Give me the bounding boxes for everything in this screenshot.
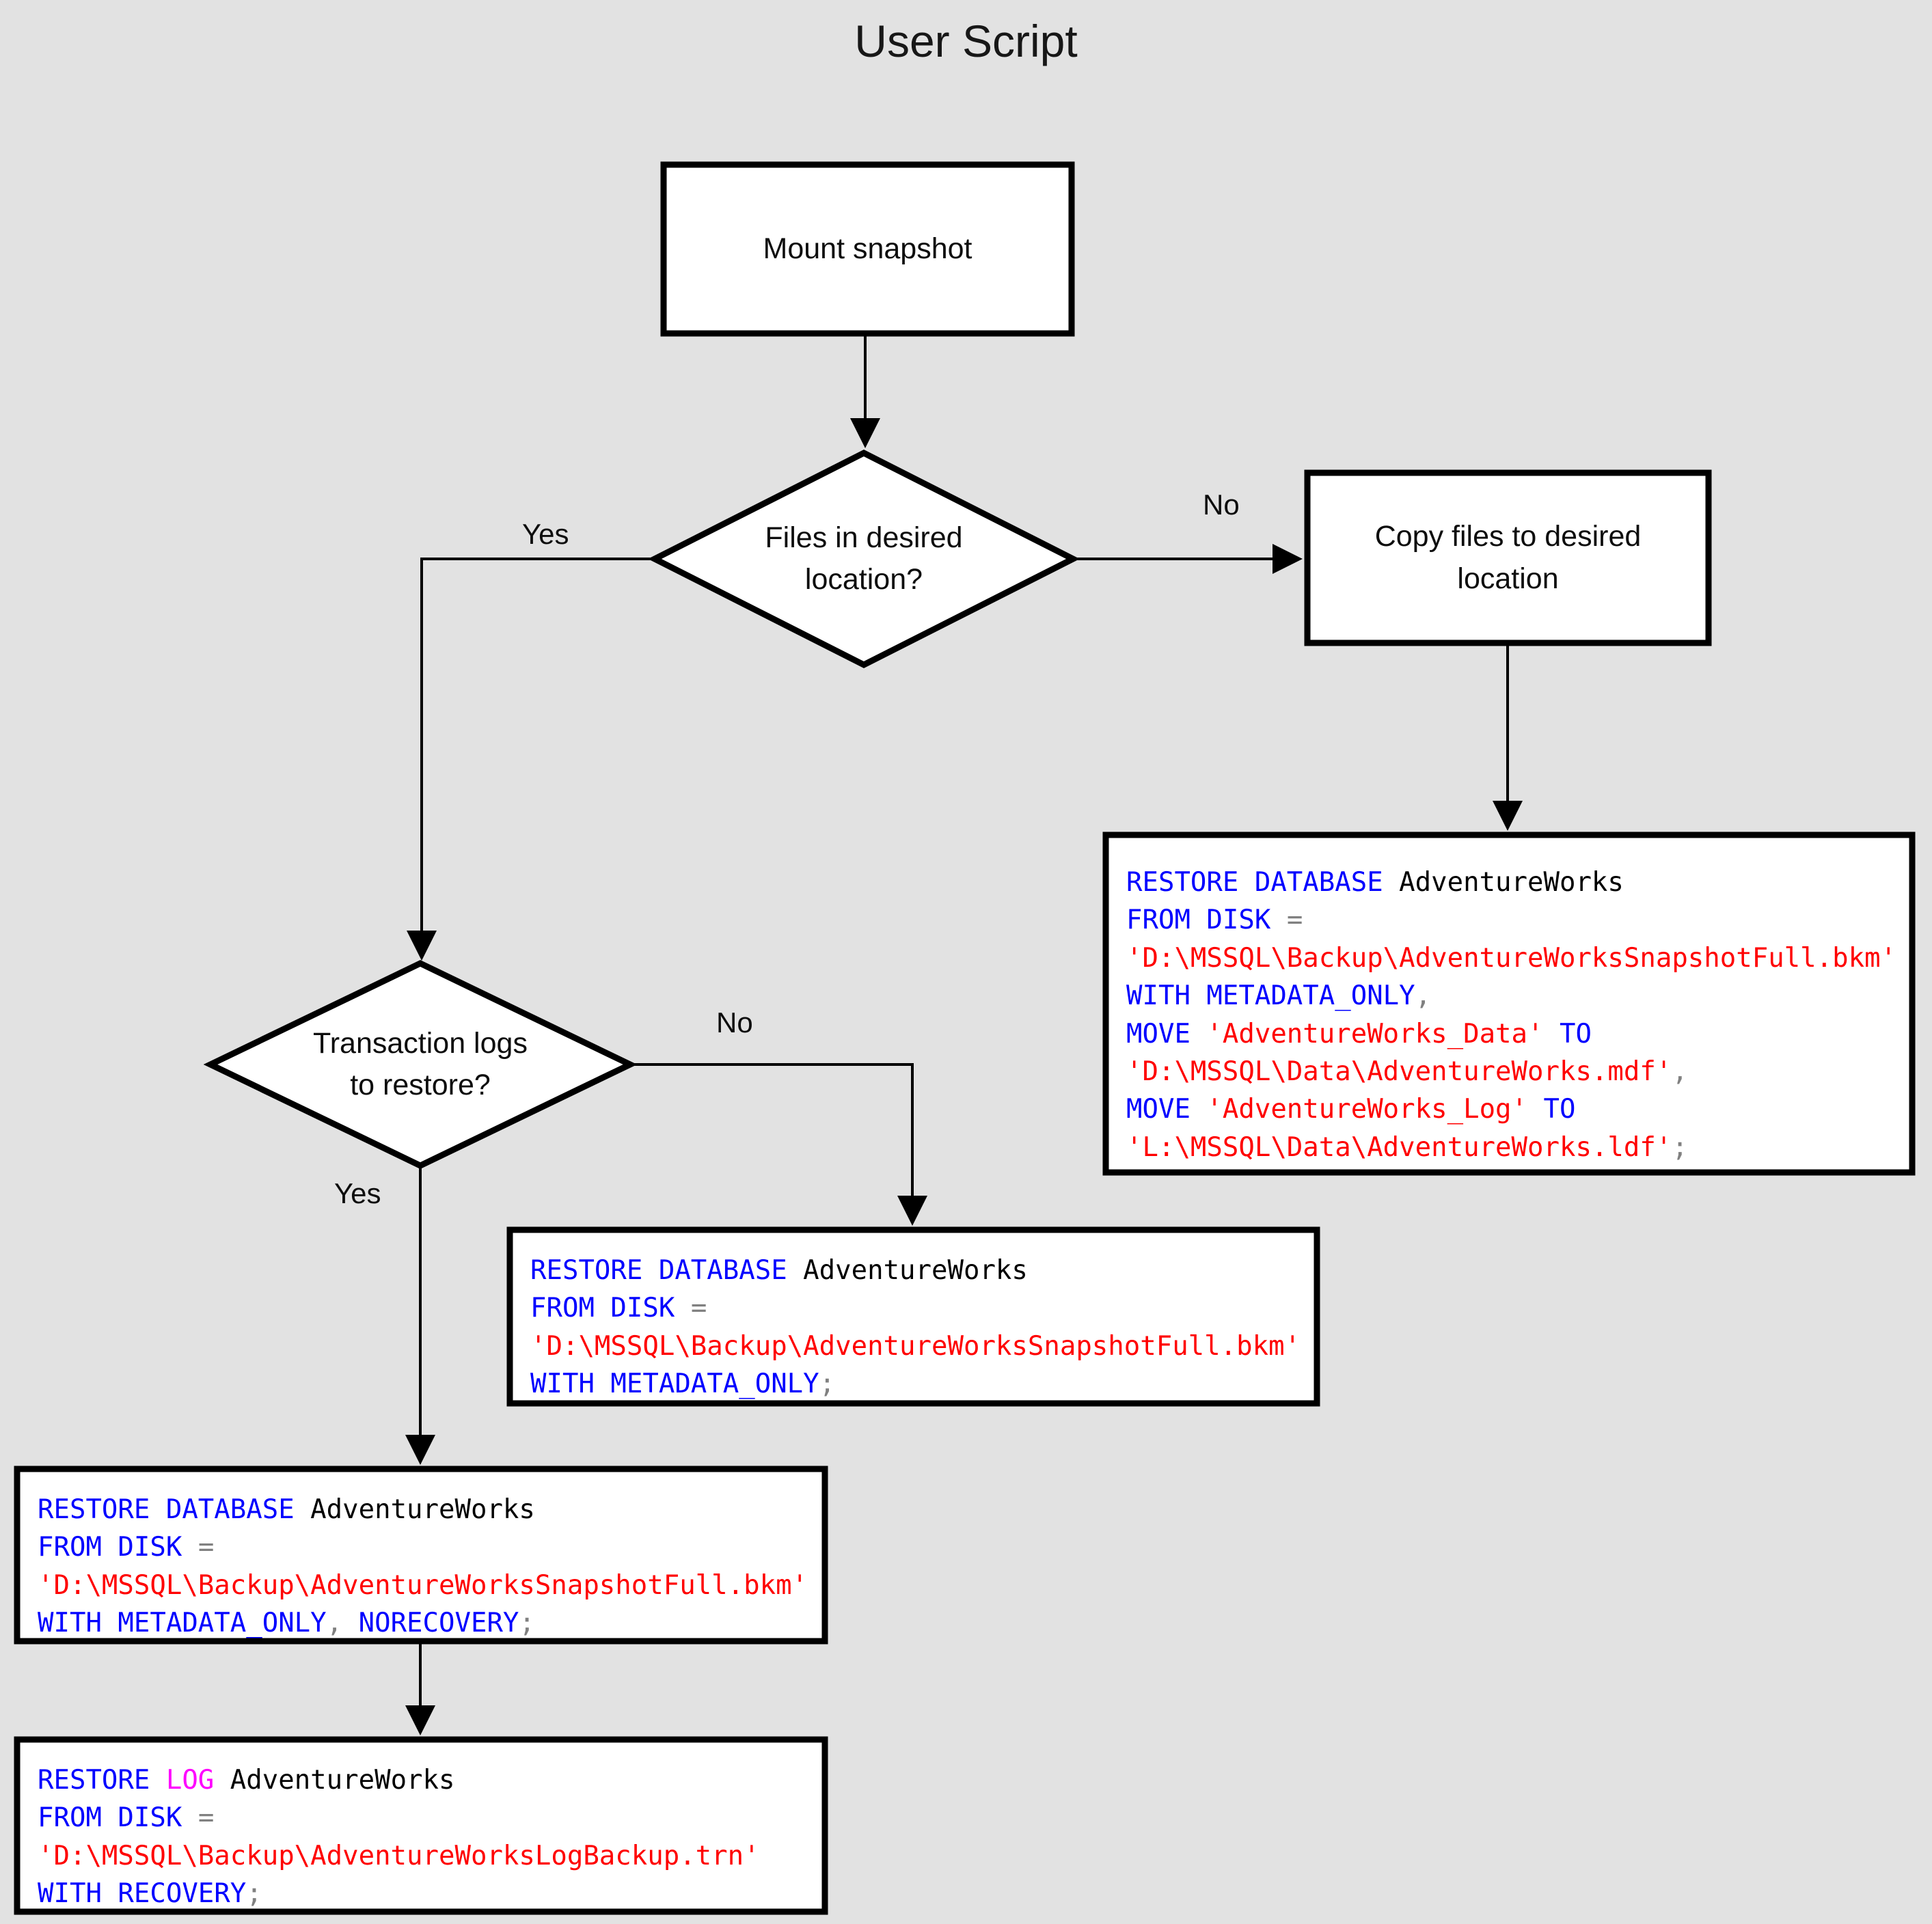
code-line: WITH RECOVERY; [38,1878,262,1910]
node-label-copy-files: Copy files to desired location [1374,520,1642,595]
code-line: WITH METADATA_ONLY, [1126,980,1432,1012]
code-line: WITH METADATA_ONLY, NORECOVERY; [38,1608,535,1639]
node-label-transaction-logs: Transaction logs to restore? [313,1026,528,1101]
code-line: FROM DISK = [38,1532,215,1563]
code-line: 'L:\MSSQL\Data\AdventureWorks.ldf'; [1126,1131,1688,1163]
edge-logs-no-to-metadata-only [631,1063,927,1226]
codebox-restore-metadata-only [506,1226,1320,1407]
node-copy-files [1304,469,1712,646]
edge-label-logs-no: No [716,1006,753,1039]
page-title: User Script [854,16,1078,66]
code-line: 'D:\MSSQL\Backup\AdventureWorksSnapshotF… [530,1330,1301,1362]
edge-label-logs-yes: Yes [334,1177,381,1209]
code-line: 'D:\MSSQL\Backup\AdventureWorksSnapshotF… [38,1569,808,1601]
code-line: RESTORE DATABASE AdventureWorks [1126,867,1624,898]
code-line: 'D:\MSSQL\Backup\AdventureWorksSnapshotF… [1126,942,1897,974]
codebox-restore-norecovery [14,1466,828,1645]
node-label-mount-snapshot: Mount snapshot [763,232,972,265]
node-transaction-logs [203,960,638,1169]
codebox-restore-with-move [1102,832,1916,1176]
node-files-in-location [648,449,1080,669]
code-line: RESTORE DATABASE AdventureWorks [530,1255,1028,1286]
code-line: RESTORE DATABASE AdventureWorks [38,1494,535,1525]
code-line: MOVE 'AdventureWorks_Log' TO [1126,1094,1576,1125]
edge-files-yes-to-logs [407,558,653,961]
edge-label-files-yes: Yes [522,518,569,550]
codebox-restore-log [14,1736,828,1915]
code-line: MOVE 'AdventureWorks_Data' TO [1126,1018,1592,1049]
edge-label-files-no: No [1203,489,1240,521]
code-line: RESTORE LOG AdventureWorks [38,1765,455,1796]
code-line: 'D:\MSSQL\Data\AdventureWorks.mdf', [1126,1056,1688,1087]
node-label-files-in-location: Files in desired location? [765,521,963,596]
code-line: FROM DISK = [530,1293,707,1324]
node-mount-snapshot [660,161,1075,337]
code-line: FROM DISK = [38,1802,215,1834]
code-line: 'D:\MSSQL\Backup\AdventureWorksLogBackup… [38,1840,760,1871]
code-line: WITH METADATA_ONLY; [530,1369,836,1400]
code-line: FROM DISK = [1126,905,1303,936]
